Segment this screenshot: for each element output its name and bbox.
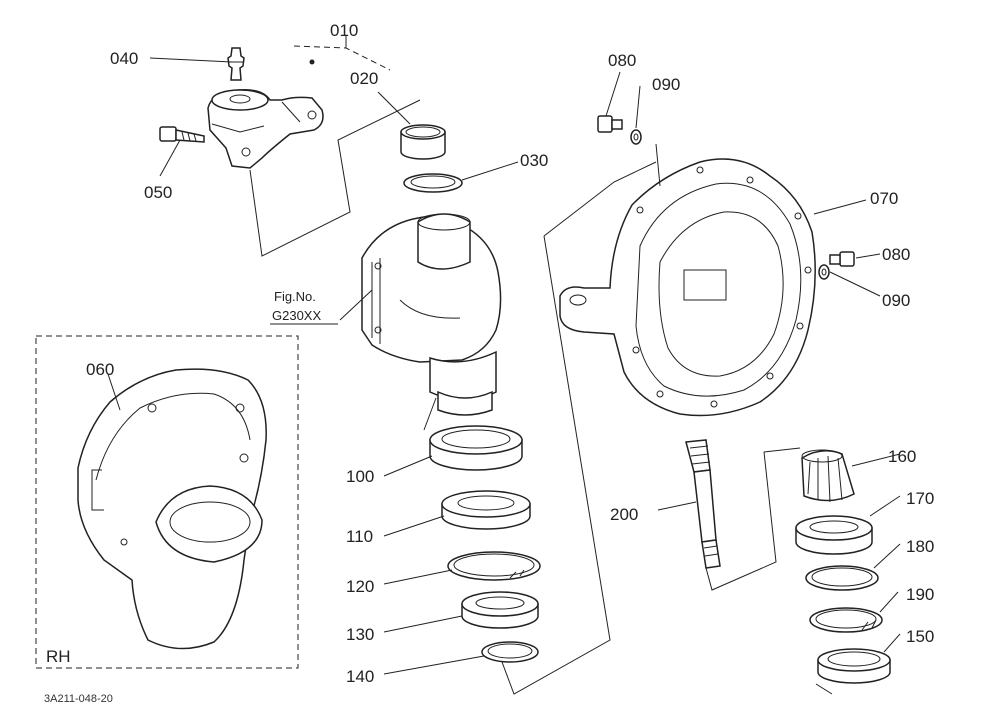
part-070-gear-case: [559, 158, 816, 417]
label-200: 200: [610, 505, 638, 524]
part-170-bearing: [795, 515, 873, 555]
label-030: 030: [520, 151, 548, 170]
part-200-shaft: [685, 439, 721, 569]
label-040: 040: [110, 49, 138, 68]
label-020: 020: [350, 69, 378, 88]
part-150-oil-seal: [817, 648, 891, 684]
part-010-bracket: [207, 88, 324, 169]
part-140-circlip: [481, 641, 539, 663]
part-040-grease-nipple: [227, 47, 245, 81]
label-010: 010: [330, 21, 358, 40]
label-190: 190: [906, 585, 934, 604]
part-050-bolt: [159, 126, 205, 143]
label-050: 050: [144, 183, 172, 202]
label-090-top: 090: [652, 75, 680, 94]
part-190-snap-ring: [809, 607, 883, 633]
label-140: 140: [346, 667, 374, 686]
label-110: 110: [346, 527, 373, 546]
part-060-gear-case-rh: [77, 368, 267, 650]
label-080-right: 080: [882, 245, 910, 264]
label-180: 180: [906, 537, 934, 556]
part-100-bearing-cup: [429, 425, 523, 471]
part-080-plug-top: [597, 115, 623, 133]
part-110-bearing: [441, 490, 531, 530]
label-120: 120: [346, 577, 374, 596]
knuckle-housing: [361, 213, 502, 416]
part-130-bearing: [461, 591, 539, 629]
part-020-bushing: [400, 124, 446, 160]
label-070: 070: [870, 189, 898, 208]
fig-ref-line2: G230XX: [272, 308, 321, 323]
rh-inset-frame: [35, 335, 299, 669]
part-080-plug-right: [829, 251, 855, 267]
part-090-washer-right: [818, 264, 830, 280]
label-060: 060: [86, 360, 114, 379]
part-180-ring: [805, 565, 879, 591]
part-090-washer-top: [630, 129, 642, 145]
part-120-snap-ring: [447, 551, 541, 581]
rh-label: RH: [46, 647, 71, 666]
label-170: 170: [906, 489, 934, 508]
fig-ref-line1: Fig.No.: [274, 289, 316, 304]
part-030-oil-seal: [403, 173, 463, 193]
label-090-right: 090: [882, 291, 910, 310]
label-160: 160: [888, 447, 916, 466]
label-100: 100: [346, 467, 374, 486]
drawing-code: 3A211-048-20: [44, 693, 113, 705]
part-labels: 040 010 020 030 050 080 090 070 080 090 …: [44, 21, 934, 705]
label-130: 130: [346, 625, 374, 644]
part-160-bevel-gear: [801, 449, 855, 503]
label-150: 150: [906, 627, 934, 646]
label-080-top: 080: [608, 51, 636, 70]
leader-lines: [107, 36, 901, 695]
